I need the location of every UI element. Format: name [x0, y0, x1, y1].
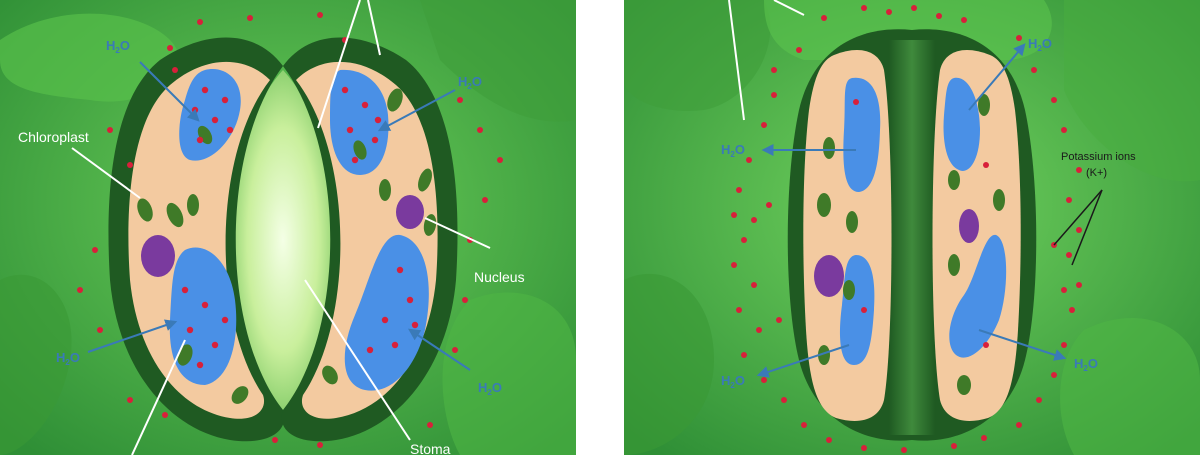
vacuole [843, 77, 881, 192]
potassium-symbol-label: (K+) [1086, 167, 1107, 179]
epidermal-cell [420, 0, 576, 122]
closed-stoma-panel: Potassium ions (K+) H2O H2O H2O H2O [624, 0, 1200, 455]
nucleus-label: Nucleus [474, 269, 525, 285]
chloroplasts-left [137, 125, 249, 404]
epidermal-cell [0, 13, 179, 102]
epidermal-cell [0, 274, 72, 455]
water-label: H2O [1028, 36, 1052, 53]
potassium-label: Potassium ions [1061, 151, 1136, 163]
nucleus [814, 255, 844, 297]
vacuole [330, 69, 389, 175]
water-arrows [87, 61, 471, 371]
chloroplast-label: Chloroplast [18, 129, 89, 145]
nucleus [959, 209, 979, 243]
water-label: H2O [721, 373, 745, 390]
water-arrows [756, 43, 1067, 378]
closed-stoma-diagram: Potassium ions (K+) H2O H2O H2O H2O [624, 0, 1200, 455]
epidermal-cell [624, 0, 771, 111]
chloroplasts-left [817, 137, 858, 365]
water-label: H2O [478, 380, 502, 397]
potassium-pointer-lines [1053, 189, 1103, 266]
water-label: H2O [106, 38, 130, 55]
nucleus [396, 195, 424, 229]
potassium-ions [731, 5, 1082, 453]
open-stoma-diagram: Chloroplast Nucleus Stoma H2O H2O H2O H2… [0, 0, 576, 455]
water-label: H2O [1074, 356, 1098, 373]
stoma-pore [229, 70, 337, 410]
epidermal-cell [1060, 318, 1200, 455]
epidermal-cell [1064, 0, 1200, 182]
epidermal-cell [624, 273, 714, 455]
vacuole [179, 69, 241, 161]
nucleus [141, 235, 175, 277]
open-stoma-panel: Chloroplast Nucleus Stoma H2O H2O H2O H2… [0, 0, 576, 455]
vacuole [949, 234, 1007, 358]
label-lines [728, 0, 805, 121]
vacuole [943, 77, 980, 171]
water-label: H2O [721, 142, 745, 159]
epidermal-cell [442, 292, 576, 455]
label-lines [71, 0, 491, 455]
chloroplasts-right [322, 88, 437, 385]
chloroplasts-right [948, 94, 1005, 395]
stoma-label: Stoma [410, 441, 451, 455]
water-label: H2O [458, 74, 482, 91]
vacuole [344, 234, 429, 391]
water-label: H2O [56, 350, 80, 367]
closed-pore-seam [889, 40, 935, 435]
